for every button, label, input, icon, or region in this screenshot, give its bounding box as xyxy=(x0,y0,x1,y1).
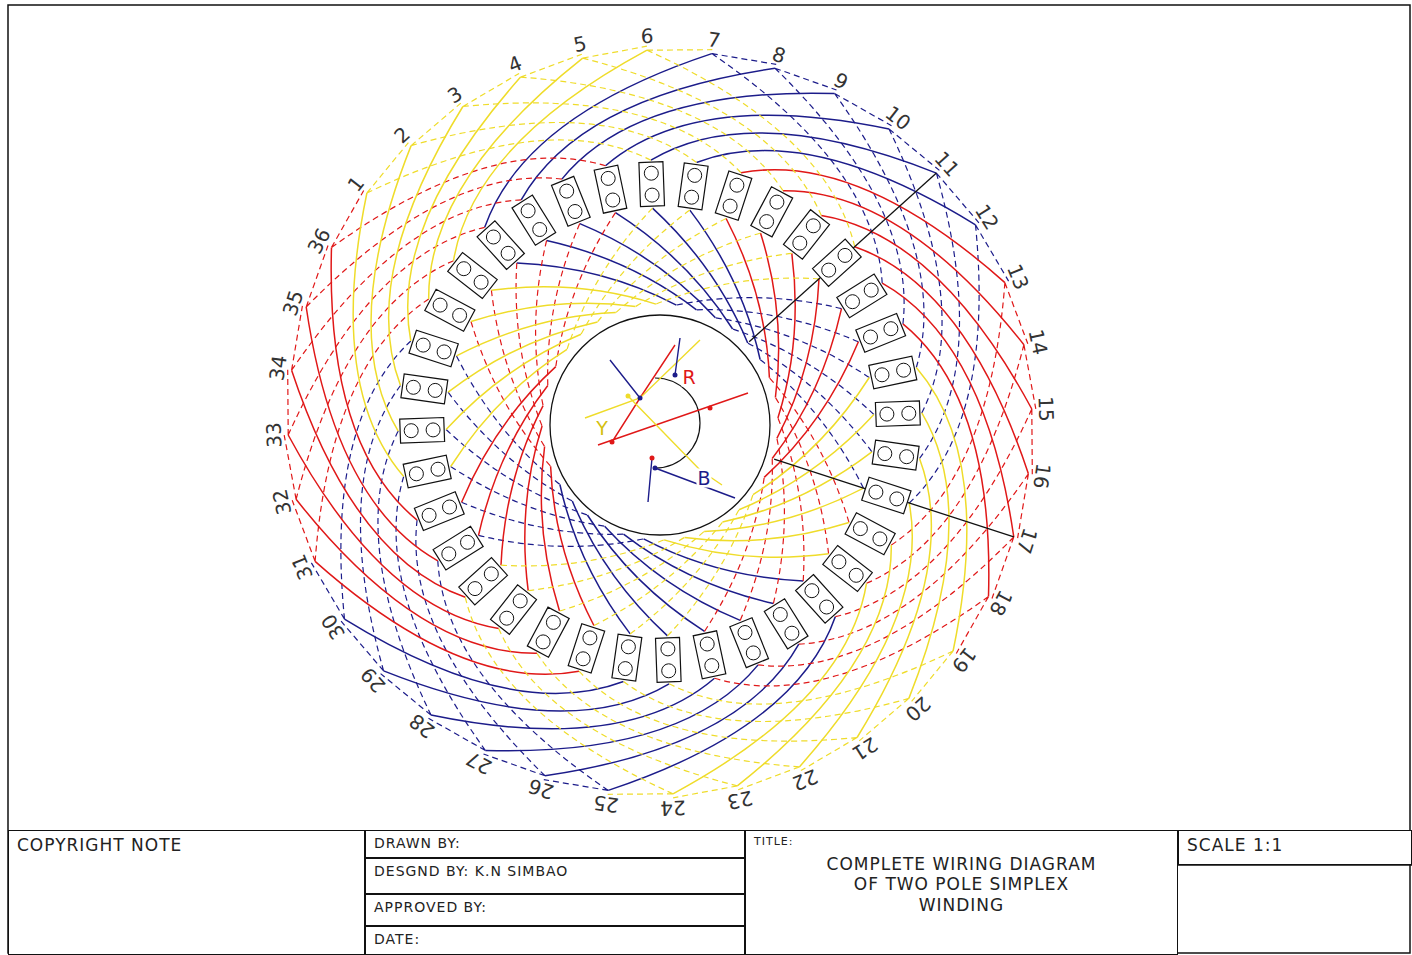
cell-label: DATE: xyxy=(374,931,736,947)
slot-number: 12 xyxy=(972,201,1002,233)
cell-label: SCALE 1:1 xyxy=(1187,835,1403,855)
slot-number: 5 xyxy=(571,33,588,55)
slot-number: 8 xyxy=(770,43,788,66)
terminal-dot xyxy=(673,373,678,378)
slot-group xyxy=(400,162,921,683)
coil-side xyxy=(345,54,976,791)
drawing-frame xyxy=(8,5,1410,953)
coil-group xyxy=(284,46,1036,798)
slot-number: 2 xyxy=(390,123,413,146)
slot-number: 35 xyxy=(279,288,306,318)
cell-label: DESGND BY: K.N SIMBAO xyxy=(374,863,736,879)
slot-number: 27 xyxy=(463,748,495,778)
phase-r-lead xyxy=(598,345,748,445)
title-cell: TITLE: COMPLETE WIRING DIAGRAM OF TWO POL… xyxy=(745,830,1178,955)
slot-number: 34 xyxy=(266,354,289,382)
cell-label: COPYRIGHT NOTE xyxy=(17,835,356,855)
coil-end-dashed xyxy=(367,46,953,798)
terminal-dot xyxy=(708,406,713,411)
terminal-dot xyxy=(650,456,655,461)
slot-number: 30 xyxy=(317,610,347,642)
slot-number: 4 xyxy=(506,52,525,75)
slot-number: 20 xyxy=(902,693,934,725)
slot-number: 36 xyxy=(304,225,334,257)
hub-group xyxy=(550,315,770,535)
slot-number: 25 xyxy=(592,793,620,816)
cell-label: DRAWN BY: xyxy=(374,835,736,851)
scale-cell: SCALE 1:1 xyxy=(1178,830,1412,865)
slot-number: 13 xyxy=(1004,262,1032,293)
slot-number: 15 xyxy=(1035,395,1056,421)
phase-b-lead xyxy=(610,338,735,502)
slot-number: 31 xyxy=(288,551,316,582)
slot-number: 1 xyxy=(344,173,368,195)
slot-number: 32 xyxy=(270,488,295,517)
drawing-title: COMPLETE WIRING DIAGRAM OF TWO POLE SIMP… xyxy=(812,854,1112,915)
slot-number: 33 xyxy=(264,422,285,448)
slot-conductor xyxy=(404,166,916,678)
slot-number: 22 xyxy=(789,766,820,794)
slot-number: 28 xyxy=(406,710,438,741)
designed-by-cell: DESGND BY: K.N SIMBAO xyxy=(365,858,745,894)
terminal-dot xyxy=(626,394,631,399)
cell-label: APPROVED BY: xyxy=(374,899,736,915)
slot-number: 16 xyxy=(1031,462,1054,490)
slot-number: 11 xyxy=(931,148,963,180)
slot-number: 10 xyxy=(881,102,913,133)
coil-end-dashed xyxy=(311,54,1008,791)
slot-number: 23 xyxy=(726,787,755,812)
coil-side xyxy=(353,50,967,794)
phase-label: B xyxy=(696,469,711,488)
slot-number: 26 xyxy=(526,776,556,803)
slot-number: 29 xyxy=(357,664,389,696)
drawn-by-cell: DRAWN BY: xyxy=(365,830,745,858)
slot-number: 7 xyxy=(706,29,721,51)
terminal-dot xyxy=(638,396,643,401)
slot-number: 9 xyxy=(831,69,852,93)
phase-label: Y xyxy=(595,419,609,438)
phase-y-lead xyxy=(585,340,722,485)
slot-number: 19 xyxy=(948,643,979,675)
coil-end-dashed xyxy=(284,158,1036,686)
terminal-dot xyxy=(653,466,658,471)
slot-number: 24 xyxy=(660,797,686,818)
cell-label: TITLE: xyxy=(754,835,1169,848)
slot-number: 3 xyxy=(445,83,466,107)
approved-by-cell: APPROVED BY: xyxy=(365,894,745,926)
slot-number: 14 xyxy=(1025,327,1050,356)
terminal-dot xyxy=(610,440,615,445)
copyright-cell: COPYRIGHT NOTE xyxy=(8,830,365,955)
slot-number: 18 xyxy=(986,587,1016,619)
terminal-circle xyxy=(550,315,770,535)
slot-number: 17 xyxy=(1014,526,1041,556)
stator-slot xyxy=(400,162,921,683)
slot-number: 6 xyxy=(640,26,653,46)
slot-number: 21 xyxy=(848,734,880,764)
date-cell: DATE: xyxy=(365,926,745,955)
phase-label: R xyxy=(681,368,696,387)
